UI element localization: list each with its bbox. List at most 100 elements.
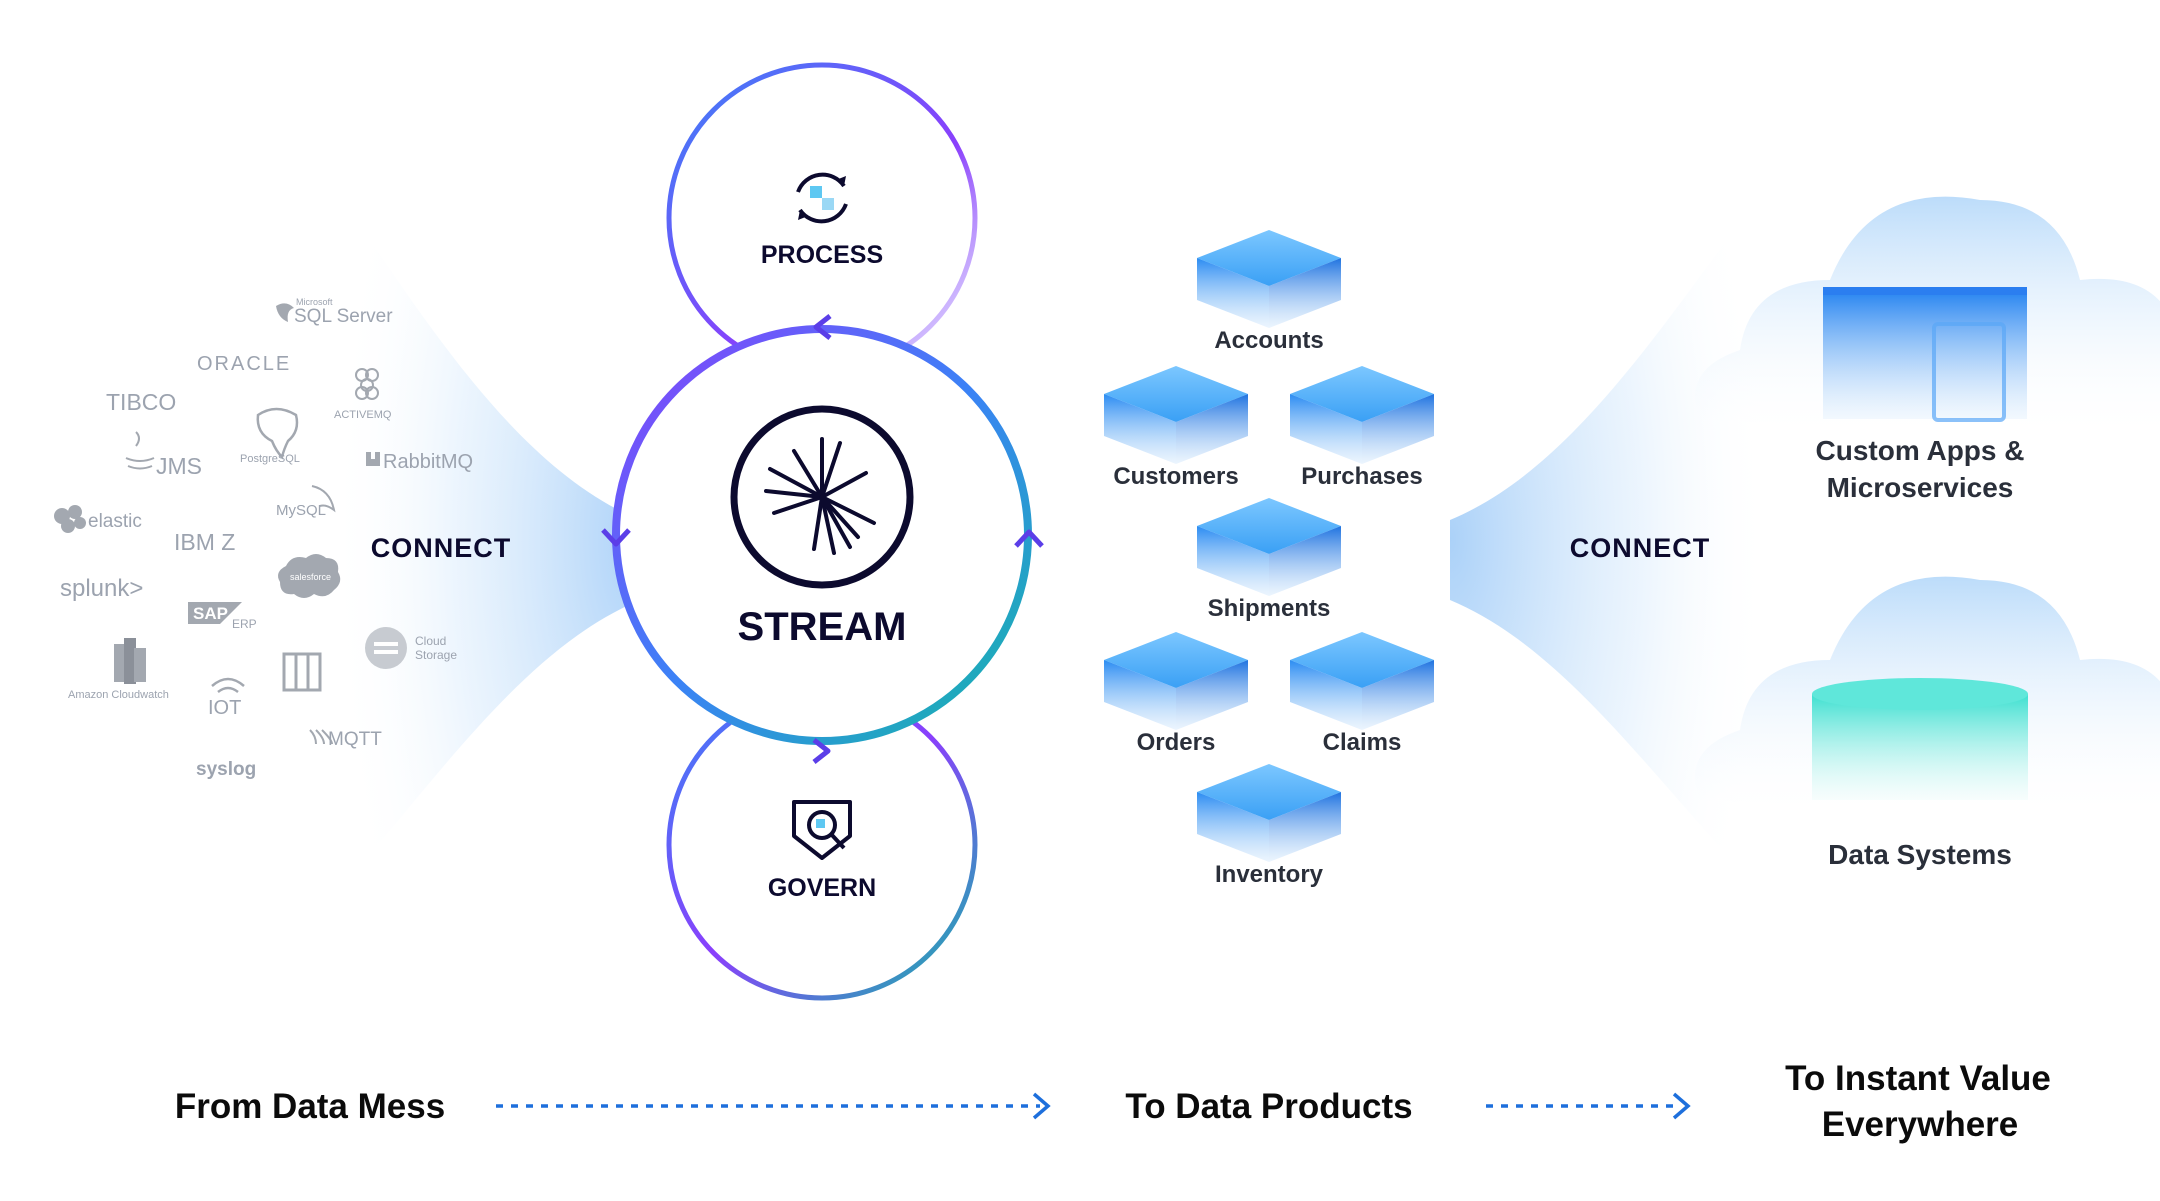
svg-text:Storage: Storage	[415, 648, 457, 662]
elastic-logo: elastic	[54, 505, 142, 533]
connect-left-label: CONNECT	[371, 533, 512, 563]
oracle-logo: ORACLE	[197, 353, 291, 375]
svg-text:SQL Server: SQL Server	[294, 306, 393, 327]
cube-icon	[1269, 792, 1341, 862]
cube-icon	[1176, 660, 1248, 730]
footer-instant-value-line1: To Instant Value	[1785, 1059, 2051, 1098]
cube-icon	[1197, 258, 1269, 328]
cube-icon	[1197, 526, 1269, 596]
process-label: PROCESS	[761, 241, 883, 269]
aws-s3-logo	[282, 652, 322, 692]
svg-text:SAP: SAP	[193, 604, 228, 623]
cube-icon	[1176, 394, 1248, 464]
data-product-purchases[interactable]: Purchases	[1290, 366, 1434, 490]
tibco-logo: TIBCO	[106, 389, 176, 415]
dotted-arrow-2	[1486, 1092, 1691, 1120]
cube-icon	[1269, 258, 1341, 328]
postgresql-logo: PostgreSQL	[240, 407, 300, 465]
sap-logo: SAP ERP	[188, 602, 257, 631]
data-product-claims[interactable]: Claims	[1290, 632, 1434, 756]
ring-arrow-top-icon	[813, 314, 832, 340]
footer-from-data-mess: From Data Mess	[175, 1087, 445, 1126]
stream-label: STREAM	[738, 605, 907, 649]
mysql-logo: MySQL	[276, 485, 336, 519]
iot-icon	[211, 677, 245, 694]
svg-text:salesforce: salesforce	[290, 572, 331, 582]
data-product-inventory[interactable]: Inventory	[1197, 764, 1341, 888]
postgresql-icon	[256, 407, 299, 460]
ibm-z-logo: IBM Z	[174, 529, 235, 555]
left-fan	[330, 180, 640, 900]
svg-text:RabbitMQ: RabbitMQ	[383, 451, 473, 473]
splunk-logo: splunk>	[60, 575, 143, 602]
mqtt-logo: MQTT	[309, 729, 382, 750]
cube-icon	[1290, 394, 1362, 464]
data-product-label: Shipments	[1208, 595, 1331, 622]
data-product-label: Customers	[1113, 463, 1238, 490]
syslog-logo: syslog	[196, 759, 256, 780]
mysql-icon	[311, 485, 336, 513]
data-systems-label: Data Systems	[1828, 839, 2012, 870]
activemq-logo: ACTIVEMQ	[334, 368, 392, 421]
middle-connector-lines	[1000, 498, 1110, 588]
confluent-logo-icon	[730, 405, 914, 589]
data-product-label: Inventory	[1215, 861, 1324, 888]
data-product-accounts[interactable]: Accounts	[1197, 230, 1341, 354]
svg-text:Amazon Cloudwatch: Amazon Cloudwatch	[68, 689, 169, 701]
cube-icon	[1362, 660, 1434, 730]
cloud-storage-logo: Cloud Storage	[365, 627, 457, 669]
sap-icon	[188, 602, 242, 624]
arrow-right-icon	[1032, 1092, 1051, 1120]
svg-text:ACTIVEMQ: ACTIVEMQ	[334, 409, 392, 421]
process-node[interactable]: PROCESS	[666, 62, 978, 374]
sql-server-logo: Microsoft SQL Server	[276, 297, 393, 327]
svg-text:elastic: elastic	[88, 511, 142, 532]
footer-to-data-products: To Data Products	[1125, 1087, 1412, 1126]
elastic-icon	[54, 505, 86, 533]
svg-text:PostgreSQL: PostgreSQL	[240, 453, 300, 465]
mqtt-icon	[309, 729, 333, 745]
govern-icon	[792, 800, 852, 860]
process-icon	[796, 172, 848, 224]
data-systems-destination[interactable]: Data Systems	[1695, 576, 2160, 870]
java-icon	[125, 431, 155, 470]
svg-text:MQTT: MQTT	[328, 729, 382, 750]
custom-apps-destination[interactable]: Custom Apps & Microservices	[1695, 196, 2160, 503]
activemq-icon	[355, 368, 379, 400]
right-fan	[1450, 180, 1770, 900]
cube-icon	[1362, 394, 1434, 464]
svg-text:IOT: IOT	[208, 697, 241, 719]
database-icon	[1812, 678, 2028, 800]
custom-apps-label-line2: Microservices	[1827, 472, 2014, 503]
data-product-customers[interactable]: Customers	[1104, 366, 1248, 490]
sql-server-icon	[276, 303, 294, 322]
footer-instant-value-line2: Everywhere	[1822, 1105, 2019, 1144]
app-window-icon	[1823, 287, 2027, 422]
data-product-label: Claims	[1323, 729, 1402, 756]
svg-text:Microsoft: Microsoft	[296, 297, 333, 307]
connect-right-label: CONNECT	[1570, 533, 1711, 563]
amazon-cloudwatch-logo: Amazon Cloudwatch	[68, 638, 169, 701]
custom-apps-label-line1: Custom Apps &	[1816, 435, 2025, 466]
cube-icon	[1104, 660, 1176, 730]
svg-text:Cloud: Cloud	[415, 634, 446, 648]
cube-icon	[1197, 792, 1269, 862]
data-product-label: Orders	[1137, 729, 1216, 756]
rabbitmq-logo: RabbitMQ	[366, 451, 473, 473]
data-product-shipments[interactable]: Shipments	[1197, 498, 1341, 622]
stream-node[interactable]: STREAM	[601, 314, 1044, 764]
salesforce-icon	[278, 554, 341, 598]
salesforce-logo: salesforce	[278, 554, 341, 598]
source-logos: Microsoft SQL Server ORACLE ACTIVEMQ TIB…	[54, 297, 473, 780]
svg-text:JMS: JMS	[156, 453, 202, 479]
arrow-right-icon	[1672, 1092, 1691, 1120]
iot-logo: IOT	[208, 677, 245, 719]
govern-node[interactable]: GOVERN	[666, 689, 978, 1001]
cloud-storage-icon	[365, 627, 407, 669]
data-product-orders[interactable]: Orders	[1104, 632, 1248, 756]
svg-text:MySQL: MySQL	[276, 502, 326, 519]
dotted-arrow-1	[496, 1092, 1051, 1120]
